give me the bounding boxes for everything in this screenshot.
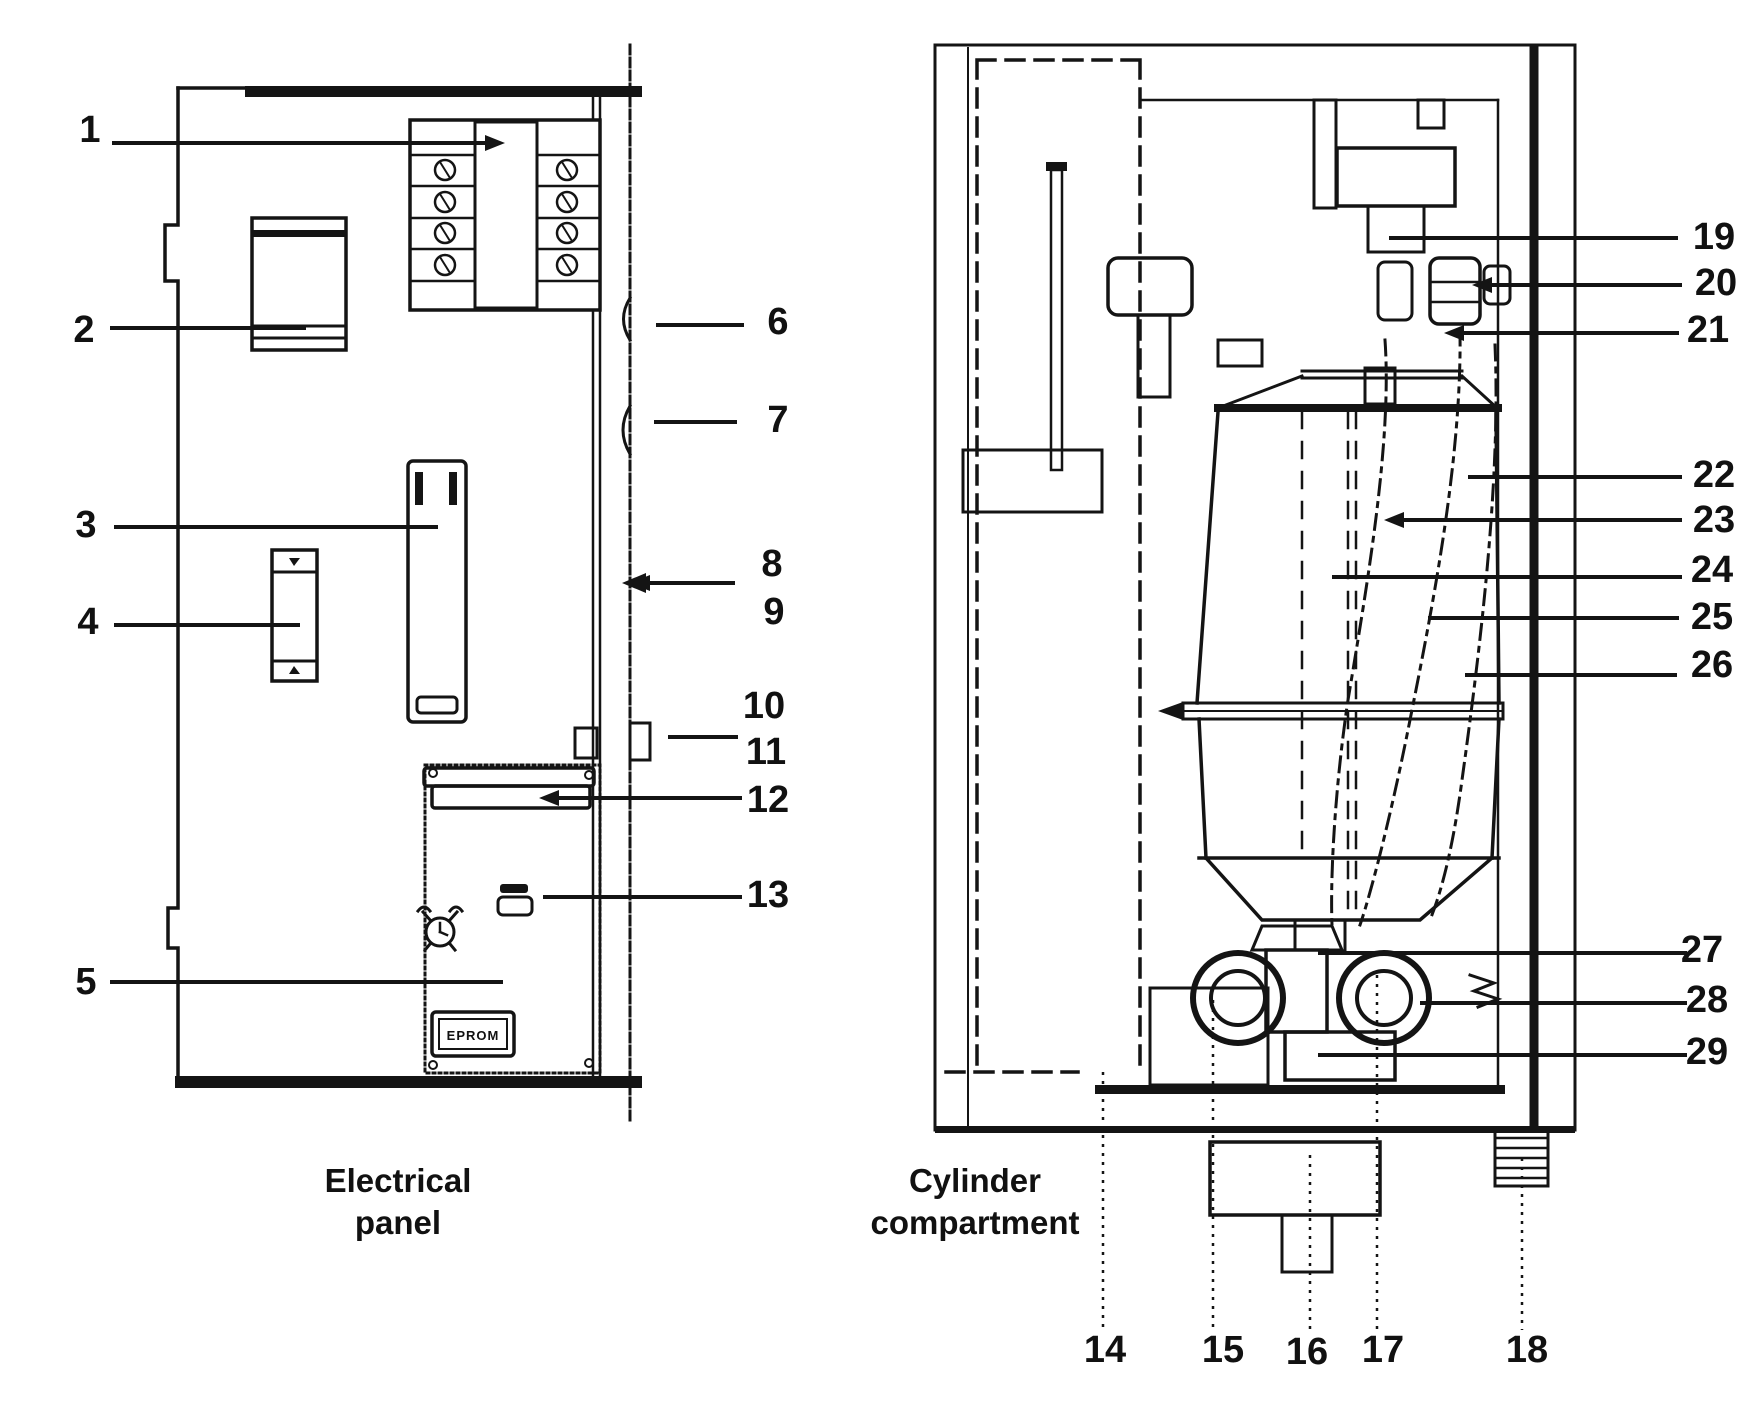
callout-number-17: 17 [1362,1329,1404,1371]
callout-arrow-20 [1472,277,1492,293]
gas-cylinder [1158,328,1505,954]
pressure-regulator [1106,98,1512,406]
callout-number-27: 27 [1681,929,1723,971]
tall-module [406,459,468,724]
callout-number-12: 12 [747,779,789,821]
eprom-chip: EPROM [430,1010,516,1058]
callout-number-13: 13 [747,874,789,916]
callout-number-22: 22 [1693,454,1735,496]
callout-number-16: 16 [1286,1331,1328,1373]
cylinder-foot [1148,924,1503,1087]
callout-number-2: 2 [73,309,94,351]
right-caption-line1: Cylinder [909,1162,1041,1199]
callout-number-24: 24 [1691,549,1733,591]
control-board: EPROM [415,763,602,1075]
compartment-outline [933,43,1577,1132]
callout-number-10: 10 [743,685,785,727]
callout-number-28: 28 [1686,979,1728,1021]
callout-number-26: 26 [1691,644,1733,686]
door-latch-right [628,721,652,762]
callout-number-20: 20 [1695,262,1737,304]
callout-number-8: 8 [761,543,782,585]
callout-number-11: 11 [746,731,786,773]
callout-arrow-21 [1444,325,1464,341]
callout-number-23: 23 [1693,499,1735,541]
coil-hose-right [1336,950,1432,1046]
callout-arrow-23 [1384,512,1404,528]
board-connector [422,766,596,810]
left-caption-line2: panel [355,1204,441,1241]
electrical-panel-diagram: EPROM [163,43,652,1122]
right-caption-line2: compartment [870,1204,1079,1241]
eprom-label: EPROM [447,1028,500,1043]
coil-hose-left [1190,950,1286,1046]
panel-left-edge [163,86,180,1080]
compartment-bottom-edge [935,1126,1575,1133]
door-hinge-lower [621,403,633,457]
callout-number-15: 15 [1202,1329,1244,1371]
door-latch-left [573,726,599,760]
door-handle-bar [961,162,1104,514]
callout-number-9: 9 [763,591,784,633]
terminal-block [408,118,602,312]
callout-number-6: 6 [767,301,788,343]
callout-number-18: 18 [1506,1329,1548,1371]
relay-box [250,216,348,352]
callout-number-3: 3 [75,504,96,546]
cylinder-compartment-diagram [933,43,1577,1274]
dip-tube-stub [1363,366,1397,406]
terminal-screws [433,158,579,277]
hanger-tab [1416,98,1446,130]
inlet-elbow [1106,256,1264,399]
callout-number-14: 14 [1084,1329,1126,1371]
callout-number-1: 1 [79,109,100,151]
small-module [270,548,319,683]
compartment-floor [1095,1085,1505,1094]
internal-hoses [1330,328,1498,927]
callout-arrow-1 [485,135,505,151]
compartment-door [944,58,1142,1074]
timer-icon [415,905,465,953]
cylinder-strap [1158,701,1505,721]
callout-number-19: 19 [1693,216,1735,258]
callout-number-5: 5 [75,961,96,1003]
callout-number-21: 21 [1687,309,1729,351]
board-chip [496,884,534,917]
bottom-housing [1208,1140,1382,1274]
callout-arrow-12 [539,790,559,806]
dip-tubes [1300,410,1358,920]
callout-number-4: 4 [77,601,98,643]
door-hinge-upper [622,295,633,343]
callout-arrow-9 [630,575,650,591]
callout-number-7: 7 [767,399,788,441]
panel-top-bar [245,86,642,97]
support-pedestal [1148,986,1270,1087]
left-caption-line1: Electrical [325,1162,472,1199]
callout-number-25: 25 [1691,596,1733,638]
callout-number-29: 29 [1686,1031,1728,1073]
panel-bottom-bar [175,1076,642,1088]
